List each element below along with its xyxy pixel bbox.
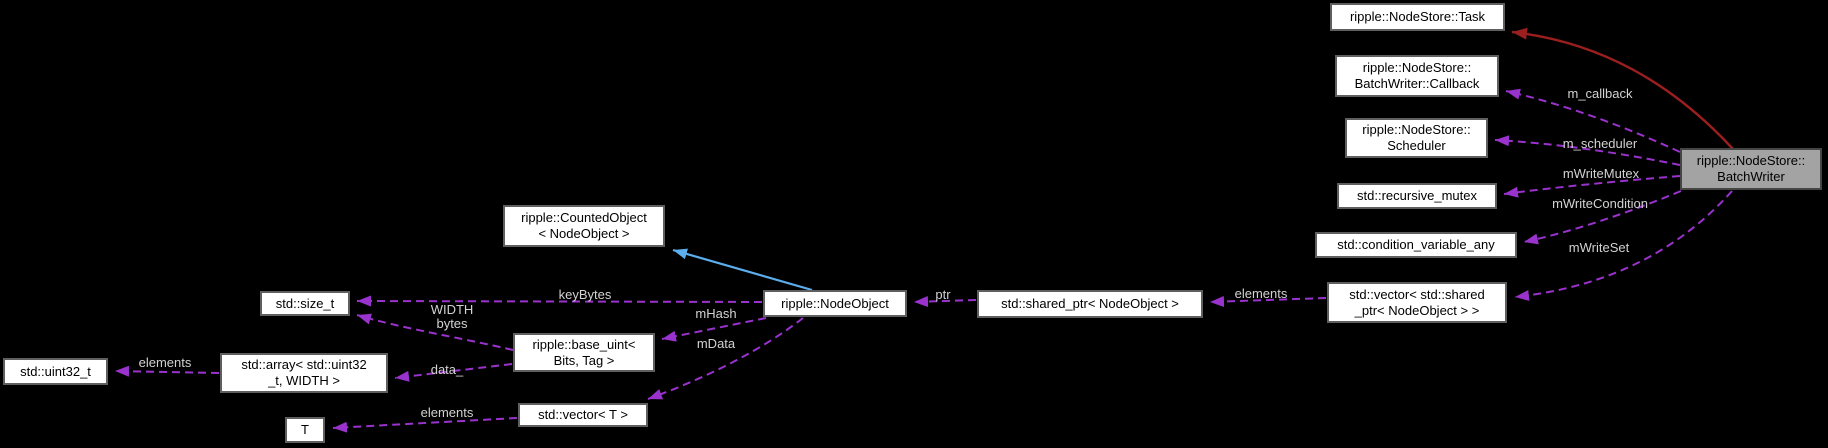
edge-label-m-write-mutex: mWriteMutex (1562, 166, 1640, 181)
edge-m-write-set (1514, 190, 1733, 301)
edge-m-scheduler (1494, 135, 1681, 166)
node-ripple-nodestore-batchwriter: ripple::NodeStore:: BatchWriter (1680, 148, 1822, 190)
node-std-size-t: std::size_t (260, 291, 350, 316)
edge-data (394, 363, 513, 382)
node-ripple-countedobject-nodeobject[interactable]: ripple::CountedObject < NodeObject > (503, 205, 665, 247)
edge-width-bytes (356, 313, 514, 351)
node-std-uint32-t: std::uint32_t (3, 358, 108, 385)
edge-label-m-callback: m_callback (1567, 86, 1633, 101)
node-std-recursive-mutex: std::recursive_mutex (1337, 183, 1497, 209)
edge-m-hash (661, 317, 767, 342)
edge-label-elements-vector-t: elements (420, 405, 474, 420)
edge-elements-write-set (1209, 296, 1327, 308)
edge-label-elements-array: elements (138, 355, 192, 370)
node-ripple-nodeobject[interactable]: ripple::NodeObject (763, 290, 907, 317)
edge-label-m-write-set: mWriteSet (1568, 240, 1630, 255)
edge-m-write-condition (1523, 190, 1682, 245)
node-ripple-nodestore-scheduler[interactable]: ripple::NodeStore:: Scheduler (1345, 118, 1488, 158)
edge-ptr (913, 296, 977, 308)
node-ripple-nodestore-batchwriter-callback[interactable]: ripple::NodeStore:: BatchWriter::Callbac… (1335, 55, 1499, 97)
edge-label-m-scheduler: m_scheduler (1562, 136, 1638, 151)
edge-label-m-data: mData (696, 336, 736, 351)
edge-label-m-write-condition: mWriteCondition (1552, 196, 1648, 211)
edge-key-bytes (356, 295, 763, 307)
node-std-condition-variable-any: std::condition_variable_any (1315, 232, 1517, 258)
edge-label-width-bytes: WIDTH bytes (430, 302, 474, 331)
edge-label-data: data_ (430, 362, 464, 377)
edge-label-ptr: ptr (935, 287, 951, 302)
edge-label-m-hash: mHash (695, 306, 737, 321)
node-std-vector-shared-ptr-nodeobject: std::vector< std::shared _ptr< NodeObjec… (1327, 282, 1507, 323)
node-t: T (285, 417, 325, 443)
node-std-shared-ptr-nodeobject: std::shared_ptr< NodeObject > (977, 290, 1203, 318)
edge-inherits-task (1511, 27, 1734, 150)
edge-label-key-bytes: keyBytes (558, 287, 612, 302)
node-ripple-base-uint[interactable]: ripple::base_uint< Bits, Tag > (513, 333, 655, 372)
edge-m-write-mutex (1503, 175, 1681, 198)
edge-elements-vector-t (332, 417, 518, 433)
edge-inherits-counted-object (672, 248, 813, 292)
node-std-vector-t: std::vector< T > (518, 403, 648, 427)
edge-elements-array (114, 365, 220, 377)
edge-m-data (647, 317, 804, 400)
edge-label-elements-write-set: elements (1234, 286, 1288, 301)
node-ripple-nodestore-task[interactable]: ripple::NodeStore::Task (1330, 3, 1505, 31)
node-std-array-uint32-width: std::array< std::uint32 _t, WIDTH > (220, 353, 388, 393)
